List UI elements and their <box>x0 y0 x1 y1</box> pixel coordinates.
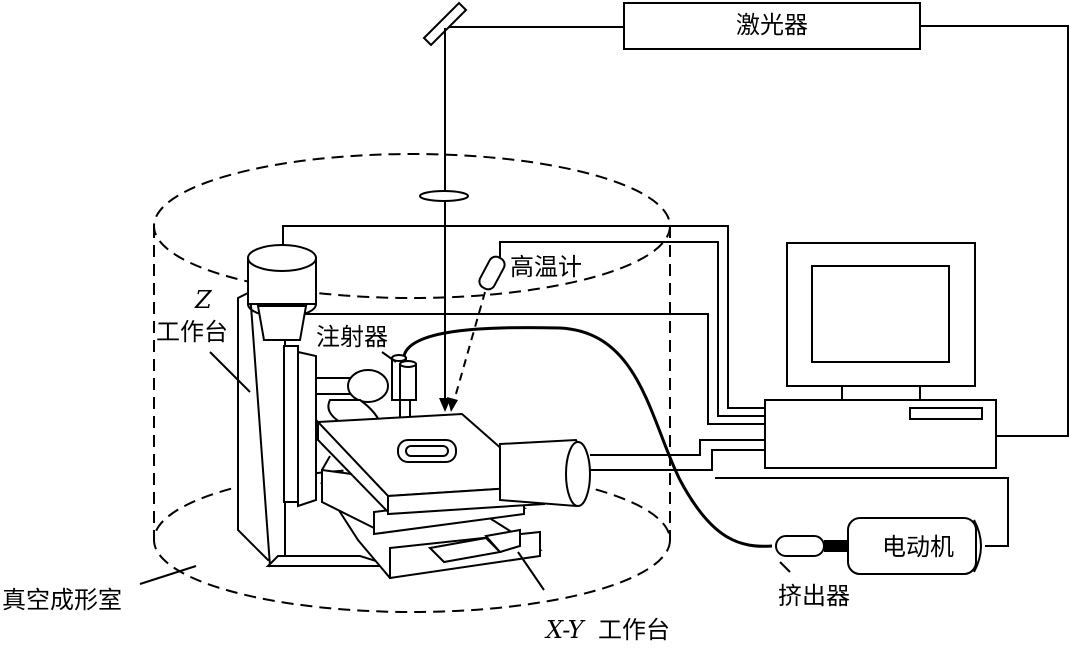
cable-1 <box>282 225 765 409</box>
z-stage-label: 工作台 <box>156 318 228 346</box>
z-stage <box>237 290 393 568</box>
xy-stage <box>315 412 592 580</box>
z-rail <box>283 345 299 503</box>
z-stage-leader <box>209 351 251 393</box>
cable-motor <box>985 477 1009 547</box>
injector-cap-2 <box>399 360 417 368</box>
injector-label: 注射器 <box>316 323 388 351</box>
laser: 激光器 <box>623 2 921 50</box>
xy-stage-leader <box>517 551 545 591</box>
feed-tube <box>402 326 773 548</box>
hopper-top <box>247 244 317 272</box>
motor-body <box>847 517 977 575</box>
part-outline-inner <box>405 445 449 457</box>
mirror <box>422 1 468 47</box>
extruder-coupling <box>824 540 848 552</box>
computer <box>764 242 997 469</box>
extruder-body <box>775 535 825 557</box>
extruder: 挤出器 <box>775 535 850 610</box>
laser-control-cable <box>920 25 1069 437</box>
vacuum-chamber-leader <box>139 565 197 585</box>
cable-4 <box>590 439 765 456</box>
cable-2 <box>499 241 765 417</box>
xy-axis-letters: X-Y <box>544 616 586 644</box>
xy-base-notch-2 <box>484 528 521 554</box>
mirror-plate <box>422 1 468 47</box>
z-carriage <box>297 350 317 508</box>
injector: 注射器 <box>316 323 417 428</box>
cable-5 <box>590 449 765 471</box>
motor-end-cap <box>973 519 982 573</box>
xy-drive-motor-end <box>565 441 591 507</box>
injector-leader <box>381 351 397 363</box>
laser-beam-arrowhead <box>439 398 451 412</box>
injector-motor-back <box>347 369 389 403</box>
powder-hopper <box>247 244 317 341</box>
laser-label: 激光器 <box>736 11 808 39</box>
hopper-neck <box>256 305 308 341</box>
pyrometer: 高温计 <box>447 253 582 412</box>
extruder-leader <box>779 561 791 573</box>
pyrometer-body <box>478 255 506 291</box>
signal-cables <box>282 225 1009 547</box>
extruder-label: 挤出器 <box>778 582 850 610</box>
focus-lens <box>419 190 469 202</box>
pyrometer-label: 高温计 <box>510 253 582 281</box>
z-axis-letter: Z <box>194 286 213 314</box>
motor-label: 电动机 <box>882 533 954 561</box>
xy-screw-1 <box>321 455 331 471</box>
disk-drive-slot <box>909 407 983 420</box>
injector-barrel-2 <box>399 363 417 401</box>
vacuum-chamber-label: 真空成形室 <box>2 586 122 614</box>
monitor-screen <box>811 265 950 363</box>
pyrometer-arrowhead <box>447 397 458 412</box>
xy-stage-label: 工作台 <box>598 616 670 644</box>
pyrometer-sight-line <box>451 291 486 409</box>
motor: 电动机 <box>847 517 982 575</box>
